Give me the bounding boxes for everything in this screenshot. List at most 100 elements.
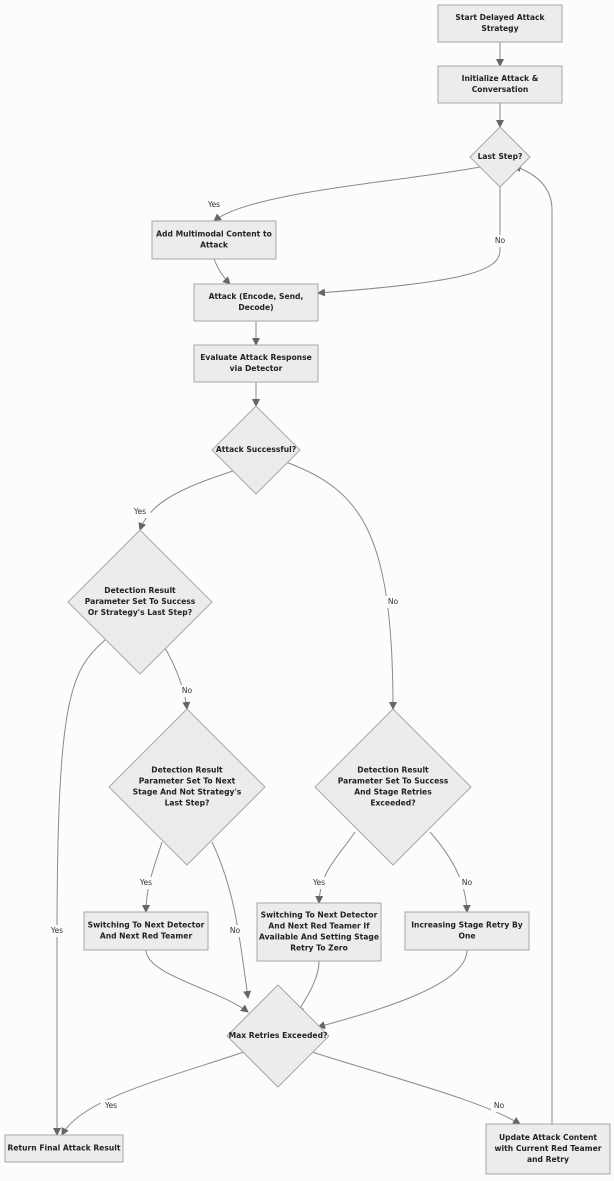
edge-dsr-yes [315, 831, 356, 904]
node-label-line: Evaluate Attack Response [200, 353, 312, 362]
edge-label-bg [203, 199, 225, 211]
edge-label-text: No [462, 878, 473, 887]
edge-label-text: No [494, 1101, 505, 1110]
edge-label-success-no: No [385, 596, 401, 608]
node-init: Initialize Attack & Conversation [437, 65, 563, 104]
node-label-line: Strategy [481, 24, 518, 33]
node-label-line: Stage And Not Strategy's [133, 788, 242, 797]
node-evaluate: Evaluate Attack Response via Detector [193, 344, 319, 383]
edge-label-text: No [182, 686, 193, 695]
node-box [83, 911, 209, 951]
edge-label-bg [46, 925, 68, 937]
edge-laststep-yes [213, 166, 481, 222]
node-box [404, 911, 530, 951]
node-max-retries: Max Retries Exceeded? [226, 984, 330, 1088]
edge-label-dsr-yes: Yes [308, 877, 330, 889]
node-label-line: Last Step? [478, 152, 523, 161]
edge-label-dso-no: No [179, 685, 195, 697]
node-label-line: Max Retries Exceeded? [229, 1031, 328, 1040]
node-box [151, 220, 277, 260]
node-label-line: Switching To Next Detector [88, 921, 205, 930]
node-box [437, 65, 563, 104]
node-attack: Attack (Encode, Send, Decode) [193, 283, 319, 322]
edge-laststep-no [317, 187, 501, 297]
edges-layer [53, 42, 553, 1136]
edge-label-success-yes: Yes [129, 506, 151, 518]
edge-update-laststep [513, 164, 553, 1124]
node-label-line: Start Delayed Attack [455, 13, 545, 22]
edge-label-bg [491, 1100, 507, 1112]
decision-diamond [108, 708, 266, 866]
edge-label-dso-yes: Yes [46, 925, 68, 937]
node-attack-successful: Attack Successful? [211, 405, 301, 495]
node-label-line: Conversation [472, 85, 529, 94]
node-label-line: And Stage Retries [354, 788, 432, 797]
node-label-line: Detection Result [357, 766, 429, 775]
node-label-line: One [458, 932, 475, 941]
node-label-line: Retry To Zero [290, 944, 348, 953]
node-box [193, 344, 319, 383]
edge-label-text: No [388, 597, 399, 606]
node-label-line: Switching To Next Detector [261, 911, 378, 920]
edge-dns-no [211, 841, 252, 999]
edge-max-no [311, 1051, 521, 1125]
edge-multimodal-attack [213, 258, 231, 285]
edge-label-text: Yes [104, 1101, 117, 1110]
edge-max-yes [61, 1051, 245, 1136]
edge-label-bg [227, 925, 243, 937]
edge-increase-max [317, 949, 468, 1030]
node-label-line: Initialize Attack & [462, 74, 539, 83]
node-increase-retry: Increasing Stage Retry By One [404, 911, 530, 951]
edge-label-bg [100, 1100, 122, 1112]
edge-label-dsr-no: No [459, 877, 475, 889]
node-label-line: Available And Setting Stage [259, 933, 379, 942]
edge-label-bg [459, 877, 475, 889]
node-label-line: Last Step? [165, 799, 210, 808]
edge-label-text: Yes [50, 926, 63, 935]
node-label-line: Parameter Set To Next [139, 777, 236, 786]
edge-label-text: No [230, 926, 241, 935]
decision-diamond [314, 708, 472, 866]
edge-label-text: No [495, 236, 506, 245]
edge-label-bg [308, 877, 330, 889]
node-label-line: and Retry [527, 1155, 569, 1164]
node-label-line: with Current Red Teamer [495, 1144, 602, 1153]
node-label-line: And Next Red Teamer [100, 932, 193, 941]
node-label-line: Return Final Attack Result [7, 1144, 120, 1153]
edge-label-dns-no: No [227, 925, 243, 937]
edge-label-last-yes: Yes [203, 199, 225, 211]
node-label-line: Attack (Encode, Send, [209, 292, 304, 301]
edge-label-bg [135, 877, 157, 889]
node-box [193, 283, 319, 322]
edge-successful-no [285, 461, 397, 710]
decision-diamond [67, 529, 213, 675]
edge-label-last-no: No [492, 235, 508, 247]
edge-dso-yes [53, 639, 106, 1136]
node-label-line: Increasing Stage Retry By [411, 921, 523, 930]
node-last-step: Last Step? [469, 126, 531, 188]
edge-label-dns-yes: Yes [135, 877, 157, 889]
node-label-line: And Next Red Teamer If [268, 922, 370, 931]
node-label-line: Update Attack Content [499, 1133, 597, 1142]
decision-diamond [226, 984, 330, 1088]
edge-switchzero-max [296, 960, 320, 1014]
edge-dso-no [164, 647, 191, 710]
edge-label-text: Yes [312, 878, 325, 887]
node-label-line: Exceeded? [370, 799, 415, 808]
node-box [256, 902, 382, 962]
node-box [4, 1134, 124, 1163]
node-update-content: Update Attack Content with Current Red Te… [485, 1123, 611, 1175]
node-label-line: Decode) [238, 303, 273, 312]
edge-label-max-yes: Yes [100, 1100, 122, 1112]
edge-label-bg [129, 506, 151, 518]
node-label-line: via Detector [230, 364, 283, 373]
node-return-result: Return Final Attack Result [4, 1134, 124, 1163]
